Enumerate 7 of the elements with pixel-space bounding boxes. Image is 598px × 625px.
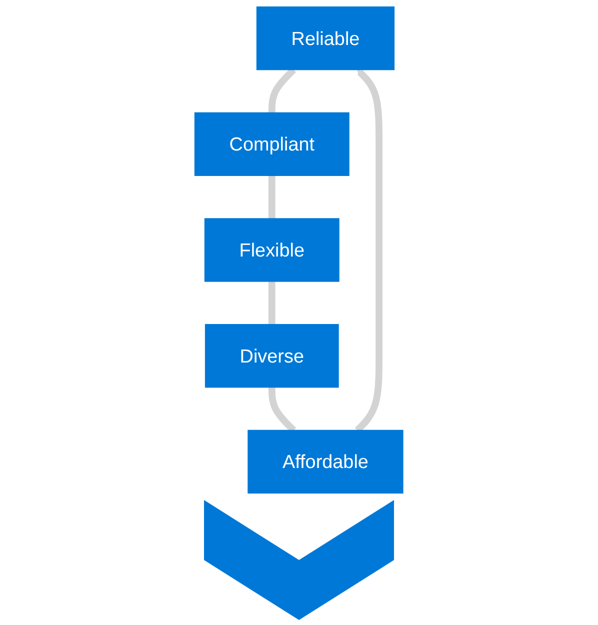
node-box: Affordable	[248, 430, 404, 494]
node-box: Compliant	[194, 112, 350, 176]
connector	[268, 176, 276, 219]
node-box: Flexible	[204, 218, 340, 282]
node-box: Reliable	[256, 6, 395, 70]
connector	[268, 281, 276, 324]
node-box: Diverse	[205, 324, 339, 388]
